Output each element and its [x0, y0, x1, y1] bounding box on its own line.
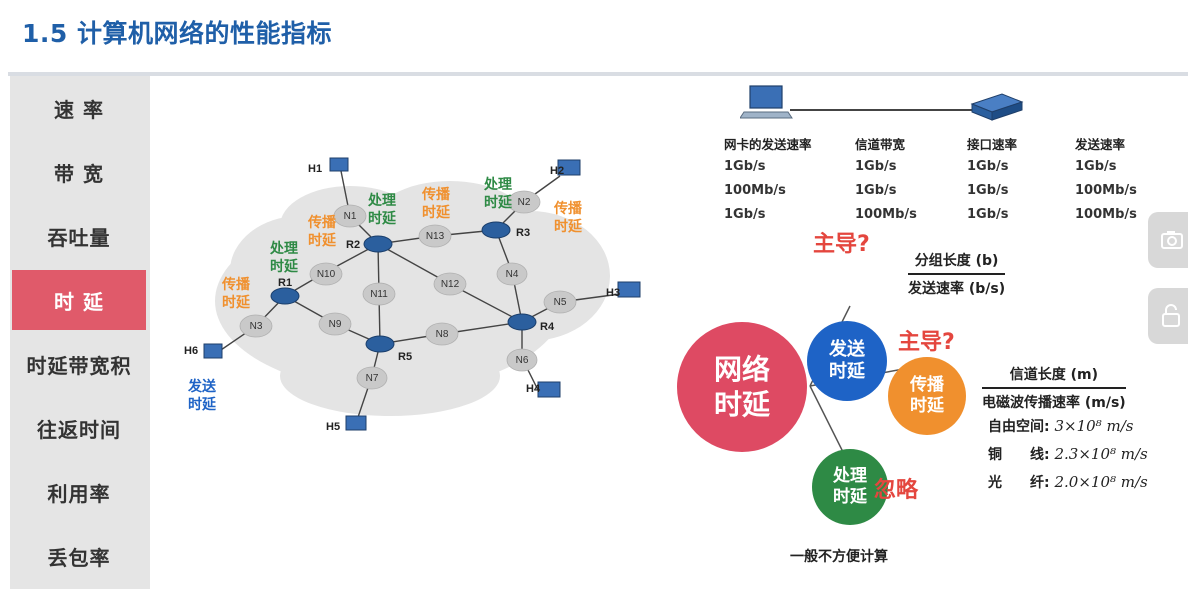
title-divider — [8, 72, 1188, 76]
net-n5: N5 — [554, 297, 567, 308]
send-formula-denominator: 发送速率 (b/s) — [908, 281, 1006, 297]
speed-value: 2.3×10⁸ m/s — [1054, 445, 1148, 463]
proc-delay-label-r2: 处理 时延 — [368, 193, 396, 228]
rate-table-cell: 1Gb/s — [855, 159, 897, 174]
router-r1: R1 — [278, 277, 292, 289]
host-h2: H2 — [550, 165, 564, 177]
net-n11: N11 — [370, 289, 388, 300]
dominant-label-send: 主导? — [813, 232, 870, 257]
router-r4: R4 — [540, 321, 555, 333]
prop-delay-label-4: 传播 时延 — [554, 201, 582, 236]
prop-delay-label-3: 传播 时延 — [422, 187, 450, 222]
rate-table-col-send: 发送速率 1Gb/s 100Mb/s 100Mb/s — [1075, 134, 1137, 231]
rate-table-cell: 100Mb/s — [1075, 183, 1137, 198]
speed-label: 铜 线: — [988, 447, 1050, 463]
send-delay-label: 发送 时延 — [188, 379, 216, 414]
send-formula-numerator: 分组长度 (b) — [908, 250, 1006, 275]
net-n13: N13 — [426, 231, 445, 242]
speed-value: 3×10⁸ m/s — [1054, 417, 1134, 435]
sidebar-item-bandwidth[interactable]: 带 宽 — [54, 161, 104, 186]
speed-value: 2.0×10⁸ m/s — [1054, 473, 1148, 491]
net-n12: N12 — [441, 279, 460, 290]
net-n6: N6 — [516, 355, 529, 366]
speed-label: 自由空间: — [988, 419, 1050, 435]
rate-table-header: 接口速率 — [967, 137, 1018, 152]
host-h5: H5 — [326, 421, 340, 433]
rate-table-header: 网卡的发送速率 — [724, 137, 812, 152]
speed-copper: 铜 线: 2.3×10⁸ m/s — [988, 444, 1148, 464]
sidebar-item-packet-loss[interactable]: 丢包率 — [47, 545, 111, 570]
sidebar: 速 率 带 宽 吞吐量 时 延 时延带宽积 往返时间 利用率 丢包率 — [10, 76, 150, 589]
rate-table-header: 信道带宽 — [855, 137, 906, 152]
prop-delay-label-1: 传播 时延 — [222, 277, 250, 312]
proc-delay-circle: 处理 时延 — [812, 449, 888, 525]
rate-table-cell: 1Gb/s — [967, 159, 1009, 174]
speed-fiber: 光 纤: 2.0×10⁸ m/s — [988, 472, 1148, 492]
send-delay-circle: 发送 时延 — [807, 321, 887, 401]
rate-table-cell: 100Mb/s — [855, 207, 917, 222]
sidebar-item-delay-bandwidth-product[interactable]: 时延带宽积 — [26, 353, 132, 378]
host-h4: H4 — [526, 383, 541, 395]
net-n4: N4 — [506, 269, 519, 280]
rate-table-cell: 100Mb/s — [1075, 207, 1137, 222]
rate-table-cell: 1Gb/s — [724, 159, 766, 174]
slide-content: N1 N2 N3 N4 N5 N6 N7 N8 N9 N10 N11 N12 N… — [150, 76, 1150, 589]
rate-table-col-interface: 接口速率 1Gb/s 1Gb/s 1Gb/s — [967, 134, 1017, 231]
note-text: 一般不方便计算 — [790, 549, 888, 565]
rate-table-col-bandwidth: 信道带宽 1Gb/s 1Gb/s 100Mb/s — [855, 134, 917, 231]
rate-table-cell: 1Gb/s — [855, 183, 897, 198]
rate-table-cell: 100Mb/s — [724, 183, 786, 198]
rate-table-col-nic: 网卡的发送速率 1Gb/s 100Mb/s 1Gb/s — [724, 134, 812, 231]
net-n8: N8 — [436, 329, 449, 340]
net-n10: N10 — [317, 269, 336, 280]
net-n9: N9 — [329, 319, 342, 330]
lock-icon — [1162, 304, 1180, 327]
rate-table-cell: 1Gb/s — [967, 207, 1009, 222]
network-topology-diagram: N1 N2 N3 N4 N5 N6 N7 N8 N9 N10 N11 N12 N… — [184, 157, 641, 433]
prop-delay-circle: 传播 时延 — [888, 357, 966, 435]
prop-delay-formula: 信道长度 (m) 电磁波传播速率 (m/s) — [982, 364, 1126, 412]
prop-delay-label-2: 传播 时延 — [308, 215, 336, 250]
net-n3: N3 — [250, 321, 263, 332]
prop-formula-numerator: 信道长度 (m) — [982, 364, 1126, 389]
ignore-label: 忽略 — [874, 478, 919, 503]
camera-icon — [1161, 231, 1183, 249]
speed-label: 光 纤: — [988, 475, 1050, 491]
host-h3: H3 — [606, 287, 620, 299]
sidebar-item-rtt[interactable]: 往返时间 — [37, 417, 121, 442]
prop-formula-denominator: 电磁波传播速率 (m/s) — [982, 395, 1126, 411]
switch-icon — [970, 93, 1024, 121]
laptop-switch-illustration — [740, 85, 1024, 121]
router-r2: R2 — [346, 239, 360, 251]
speed-free-space: 自由空间: 3×10⁸ m/s — [988, 416, 1133, 436]
rate-table-cell: 1Gb/s — [967, 183, 1009, 198]
sidebar-item-rate[interactable]: 速 率 — [54, 97, 104, 122]
net-n1: N1 — [344, 211, 357, 222]
host-h1: H1 — [308, 163, 322, 175]
rate-table-cell: 1Gb/s — [724, 207, 766, 222]
rate-table-header: 发送速率 — [1075, 137, 1126, 152]
sidebar-item-utilization[interactable]: 利用率 — [47, 481, 111, 506]
router-r3: R3 — [516, 227, 530, 239]
proc-delay-label-r1: 处理 时延 — [270, 241, 298, 276]
host-h6: H6 — [184, 345, 198, 357]
proc-delay-label-r3: 处理 时延 — [484, 177, 512, 212]
rate-table-cell: 1Gb/s — [1075, 159, 1117, 174]
sidebar-item-throughput[interactable]: 吞吐量 — [47, 225, 111, 250]
net-n7: N7 — [366, 373, 379, 384]
router-r5: R5 — [398, 351, 412, 363]
camera-button[interactable] — [1148, 212, 1188, 268]
dominant-label-prop: 主导? — [898, 330, 955, 355]
page-title: 1.5 计算机网络的性能指标 — [22, 19, 332, 48]
network-delay-circle: 网络 时延 — [677, 322, 807, 452]
lock-button[interactable] — [1148, 288, 1188, 344]
sidebar-item-delay[interactable]: 时 延 — [12, 270, 146, 330]
send-delay-formula: 分组长度 (b) 发送速率 (b/s) — [908, 250, 1006, 298]
net-n2: N2 — [518, 197, 531, 208]
laptop-icon — [740, 85, 793, 119]
